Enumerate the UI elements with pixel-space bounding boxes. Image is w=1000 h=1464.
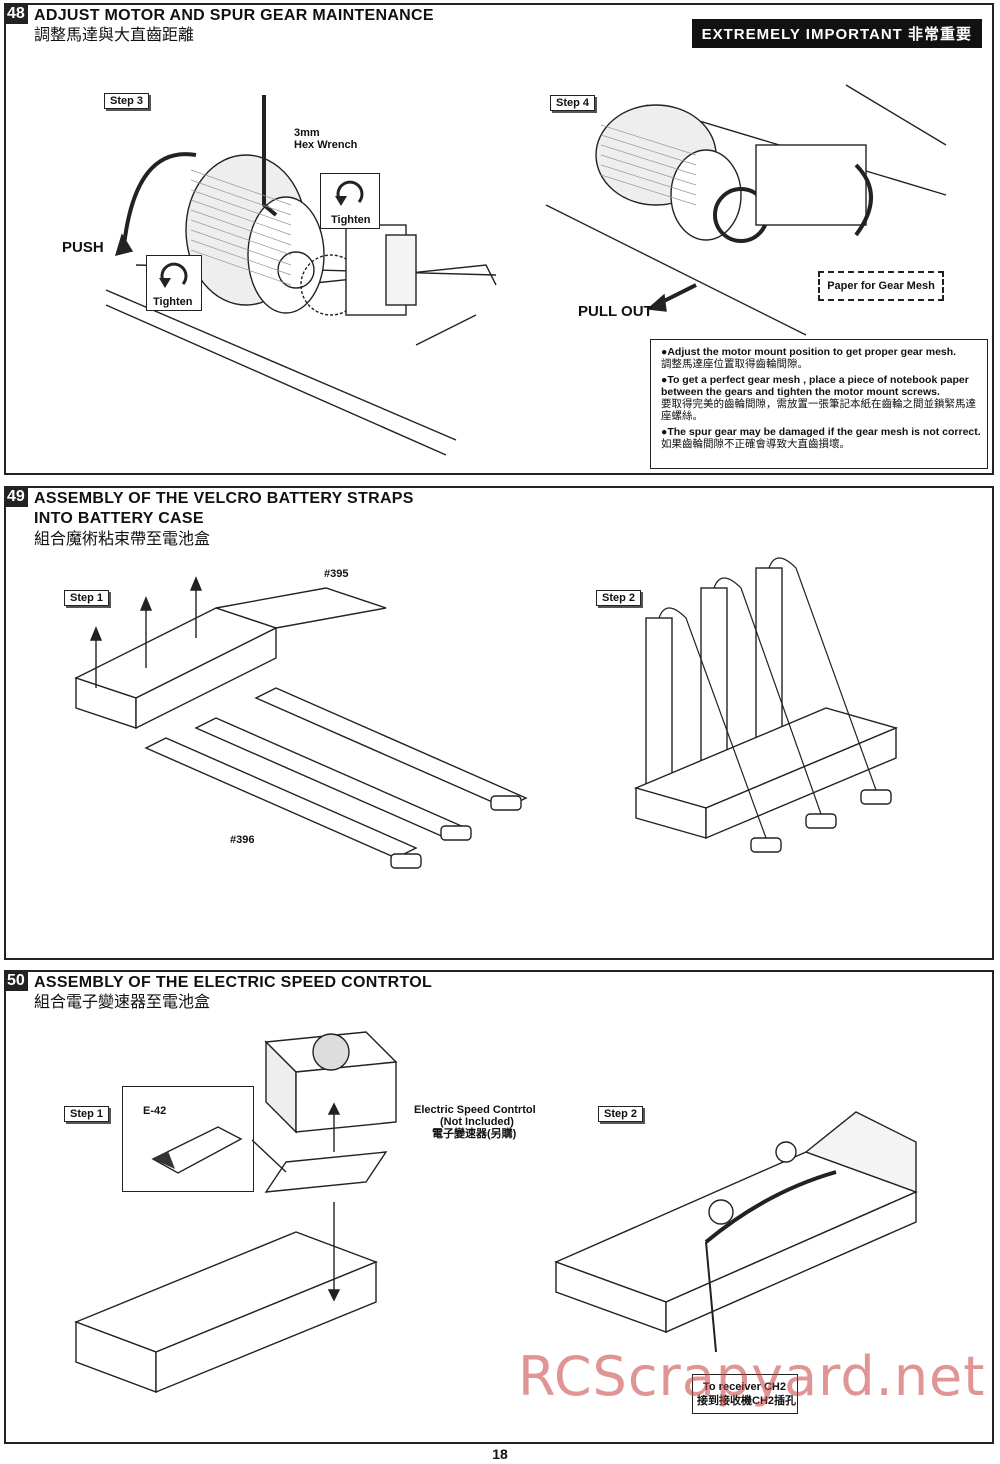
notes-box: ●Adjust the motor mount position to get …	[650, 339, 988, 469]
esc-label-line-3: 電子變速器(另購)	[432, 1128, 517, 1140]
tighten-label: Tighten	[153, 296, 193, 308]
step-4-label: Step 4	[550, 95, 596, 111]
push-label: PUSH	[62, 239, 104, 256]
esc-label-line-1: Electric Speed Contrtol	[414, 1104, 536, 1116]
section-48: 48 ADJUST MOTOR AND SPUR GEAR MAINTENANC…	[4, 3, 994, 475]
receiver-label-line-2: 接到接收機CH2插孔	[697, 1395, 797, 1407]
note-3-en: ●The spur gear may be damaged if the gea…	[661, 426, 981, 438]
battery-case-strap-illustration-right	[633, 557, 899, 853]
section-subtitle: 調整馬達與大直齒距離	[34, 27, 195, 44]
battery-case-strap-illustration-left	[74, 576, 528, 869]
step-2-label: Step 2	[596, 590, 642, 606]
watermark: RCScrapyard.net	[518, 1345, 986, 1408]
step-3-label: Step 3	[104, 93, 150, 109]
important-banner: EXTREMELY IMPORTANT 非常重要	[691, 19, 982, 48]
step-number: 49	[4, 486, 28, 507]
tighten-callout-bottom: Tighten	[146, 255, 202, 311]
step-number: 48	[4, 3, 28, 24]
receiver-label-line-1: To receiver CH2	[703, 1381, 786, 1393]
tighten-callout-top: Tighten	[320, 173, 380, 229]
step-1-label: Step 1	[64, 1106, 110, 1122]
part-396-label: #396	[230, 834, 255, 846]
section-subtitle: 組合魔術粘束帶至電池盒	[34, 531, 211, 548]
pull-out-label: PULL OUT	[578, 303, 653, 320]
step-2-label: Step 2	[598, 1106, 644, 1122]
section-title: ASSEMBLY OF THE ELECTRIC SPEED CONTRTOL	[34, 974, 433, 991]
section-title-line-1: ASSEMBLY OF THE VELCRO BATTERY STRAPS	[34, 490, 414, 507]
section-title: ADJUST MOTOR AND SPUR GEAR MAINTENANCE	[34, 7, 434, 24]
motor-illustration-right	[545, 84, 947, 336]
section-title-line-2: INTO BATTERY CASE	[34, 510, 204, 527]
step-1-label: Step 1	[64, 590, 110, 606]
hex-wrench-label: 3mm Hex Wrench	[294, 127, 358, 151]
esc-assembly-illustration-left	[74, 1031, 398, 1394]
note-3-zh: 如果齒輪間隙不正確會導致大直齒損壞。	[661, 438, 850, 450]
note-2-zh: 要取得完美的齒輪間隙，需放置一張筆記本紙在齒輪之間並鎖緊馬達座螺絲。	[661, 398, 976, 422]
step-number: 50	[4, 970, 28, 991]
page-number: 18	[492, 1446, 508, 1462]
note-1-zh: 調整馬達座位置取得齒輪間隙。	[661, 358, 808, 370]
esc-assembly-illustration-right	[554, 1111, 918, 1353]
receiver-callout: To receiver CH2 接到接收機CH2插孔	[692, 1374, 798, 1414]
paper-for-gear-mesh-label: Paper for Gear Mesh	[818, 271, 944, 301]
section-subtitle: 組合電子變速器至電池盒	[34, 994, 211, 1011]
note-2-en: ●To get a perfect gear mesh , place a pi…	[661, 374, 969, 398]
part-e42-label: E-42	[143, 1105, 167, 1117]
part-395-label: #395	[324, 568, 349, 580]
motor-illustration-left	[105, 95, 497, 456]
section-49: 49 ASSEMBLY OF THE VELCRO BATTERY STRAPS…	[4, 486, 994, 960]
note-1-en: ●Adjust the motor mount position to get …	[661, 346, 957, 358]
section-50: 50 ASSEMBLY OF THE ELECTRIC SPEED CONTRT…	[4, 970, 994, 1444]
tape-callout: E-42	[122, 1086, 254, 1192]
esc-label-line-2: (Not Included)	[440, 1116, 514, 1128]
tighten-label: Tighten	[331, 214, 371, 226]
